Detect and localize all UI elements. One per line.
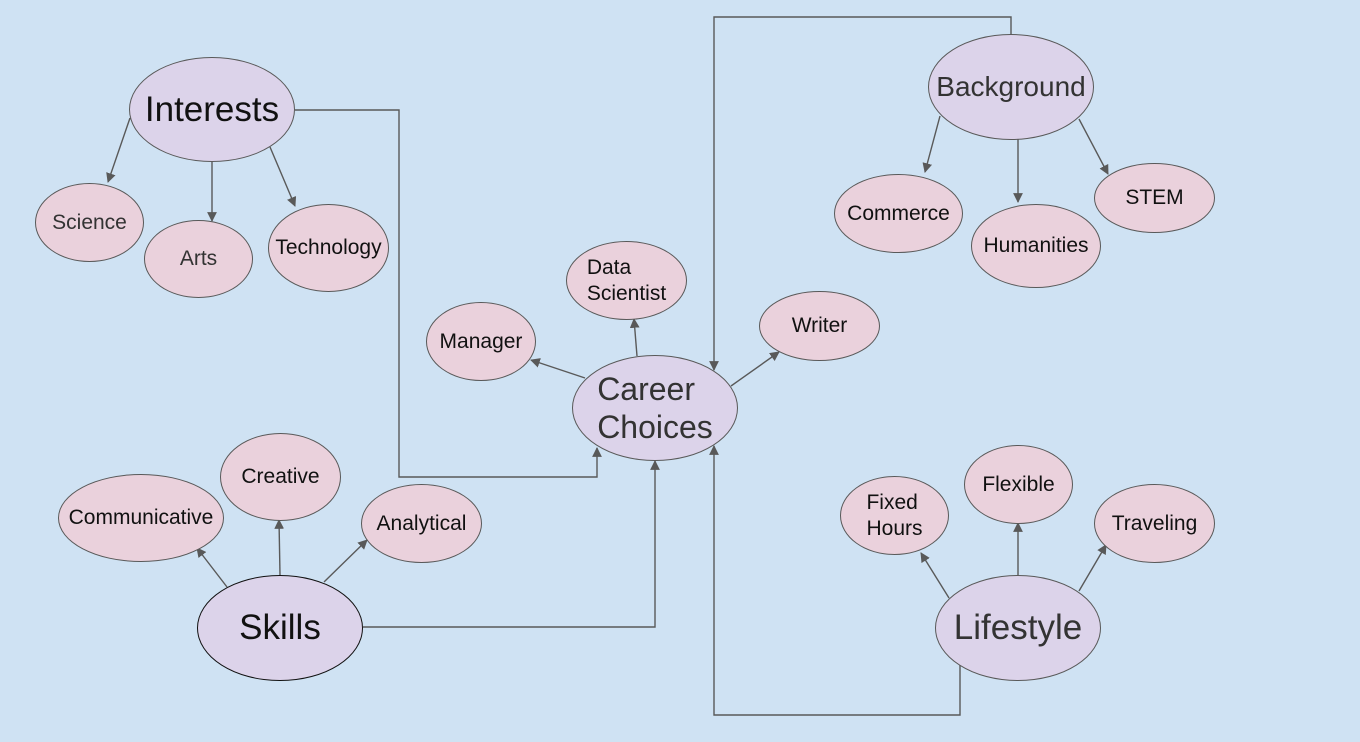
node-science-label: Science <box>52 210 127 234</box>
node-lifestyle-label: Lifestyle <box>953 608 1083 647</box>
edge-lifestyle-career <box>709 445 961 716</box>
edge-skills-career <box>363 460 660 628</box>
node-writer-label: Writer <box>791 314 848 338</box>
node-background[interactable]: Background <box>928 34 1094 140</box>
edge-background-commerce <box>922 115 941 173</box>
node-fixed-hours[interactable]: Fixed Hours <box>840 476 949 555</box>
node-manager[interactable]: Manager <box>426 302 536 381</box>
edge-interests-technology <box>269 146 297 207</box>
node-technology-label: Technology <box>275 236 382 260</box>
node-manager-label: Manager <box>439 329 523 353</box>
node-traveling-label: Traveling <box>1111 511 1198 535</box>
node-humanities[interactable]: Humanities <box>971 204 1101 288</box>
node-communicative-label: Communicative <box>68 506 214 530</box>
edge-skills-analytical <box>323 539 368 583</box>
node-interests[interactable]: Interests <box>129 57 295 162</box>
node-humanities-label: Humanities <box>983 234 1089 258</box>
node-arts-label: Arts <box>179 247 218 271</box>
node-creative-label: Creative <box>241 465 320 489</box>
node-lifestyle[interactable]: Lifestyle <box>935 575 1101 681</box>
node-technology[interactable]: Technology <box>268 204 389 292</box>
edge-career-datascientist <box>629 318 640 357</box>
edge-skills-communicative <box>196 547 228 588</box>
node-fixed-hours-label: Fixed Hours <box>866 491 923 540</box>
node-traveling[interactable]: Traveling <box>1094 484 1215 563</box>
node-flexible-label: Flexible <box>982 472 1055 496</box>
node-data-scientist-label: Data Scientist <box>586 256 667 305</box>
node-career-choices-label: Career Choices <box>597 370 713 445</box>
edge-interests-career <box>295 109 602 478</box>
node-arts[interactable]: Arts <box>144 220 253 298</box>
node-creative[interactable]: Creative <box>220 433 341 521</box>
node-science[interactable]: Science <box>35 183 144 262</box>
node-commerce[interactable]: Commerce <box>834 174 963 253</box>
edge-lifestyle-traveling <box>1078 544 1107 592</box>
edge-career-writer <box>730 351 780 387</box>
node-communicative[interactable]: Communicative <box>58 474 224 562</box>
node-stem[interactable]: STEM <box>1094 163 1215 233</box>
node-skills-label: Skills <box>239 608 321 647</box>
edge-career-manager <box>530 358 586 379</box>
node-stem-label: STEM <box>1125 186 1184 210</box>
edge-background-stem <box>1078 118 1109 175</box>
edge-skills-creative <box>274 519 285 576</box>
edge-interests-science <box>106 117 131 183</box>
edge-lifestyle-fixedhours <box>920 552 950 599</box>
node-analytical-label: Analytical <box>376 511 467 535</box>
node-commerce-label: Commerce <box>847 201 950 225</box>
node-data-scientist[interactable]: Data Scientist <box>566 241 687 320</box>
node-background-label: Background <box>936 71 1086 103</box>
node-writer[interactable]: Writer <box>759 291 880 361</box>
node-career-choices[interactable]: Career Choices <box>572 355 738 461</box>
node-skills[interactable]: Skills <box>197 575 363 681</box>
node-interests-label: Interests <box>144 89 280 129</box>
edge-background-career <box>709 16 1012 371</box>
node-analytical[interactable]: Analytical <box>361 484 482 563</box>
node-flexible[interactable]: Flexible <box>964 445 1073 524</box>
